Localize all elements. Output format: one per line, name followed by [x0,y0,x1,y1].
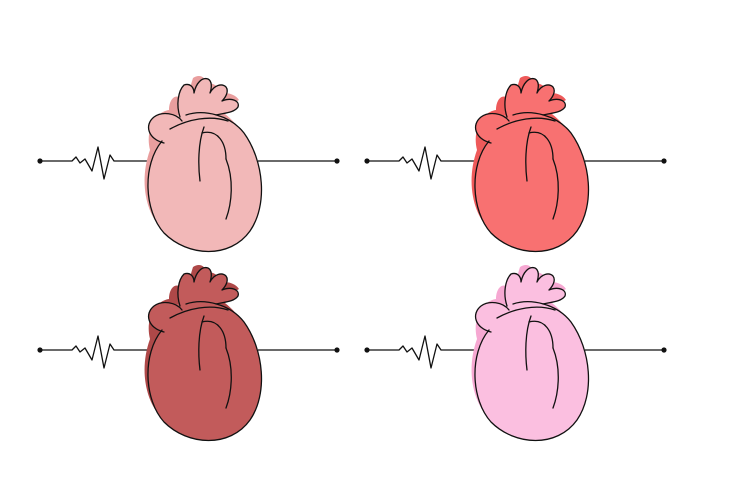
heart-cell-bottom-left [37,265,340,441]
pulse-start-dot [37,158,43,164]
pulse-start-dot [364,158,370,164]
heart-cell-bottom-right [364,265,667,441]
pulse-end-dot [661,158,667,164]
heart-cell-top-right [364,76,667,252]
pulse-line-left [367,335,479,369]
heart-cell-top-left [37,76,340,252]
pulse-start-dot [364,347,370,353]
heart-icon [144,265,263,441]
heart-icon [471,265,590,441]
heart-icon [144,76,263,252]
pulse-line-left [40,146,152,180]
pulse-end-dot [334,158,340,164]
pulse-start-dot [37,347,43,353]
pulse-end-dot [661,347,667,353]
heart-icon [471,76,590,252]
pulse-line-left [40,335,152,369]
pulse-line-left [367,146,479,180]
pulse-end-dot [334,347,340,353]
